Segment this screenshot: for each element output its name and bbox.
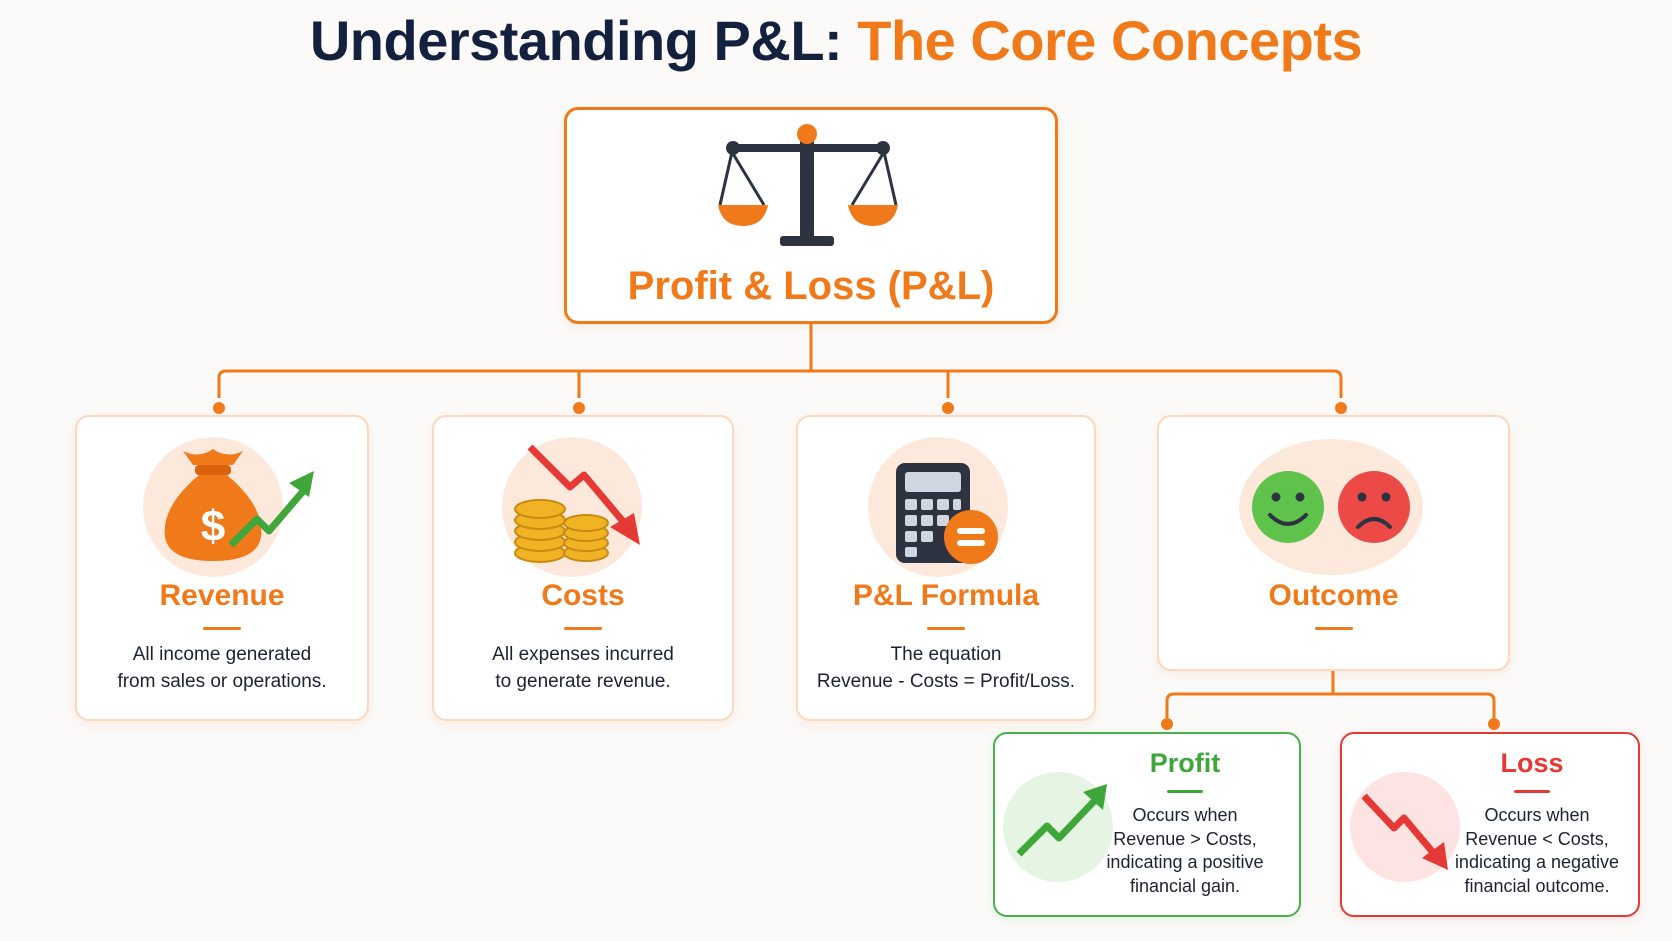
connector-dot-profit (1161, 718, 1173, 730)
trend-down-arrow-icon (1350, 772, 1460, 882)
loss-title: Loss (1500, 748, 1564, 778)
profit-desc-line-1: Occurs when (1132, 805, 1238, 825)
title-part-2: The Core Concepts (857, 9, 1363, 72)
profit-desc-line-4: financial gain. (1129, 875, 1241, 896)
root-node: Profit & Loss (P&L) (564, 107, 1058, 324)
loss-rule (1514, 790, 1550, 793)
connector-dot-revenue (213, 402, 225, 414)
root-label: Profit & Loss (P&L) (627, 264, 995, 308)
connector-main-bus (217, 369, 1343, 398)
profit-rule (1167, 790, 1203, 793)
loss-desc-line-3: indicating a negative (1454, 852, 1620, 872)
connector-outcome-bus (1165, 692, 1496, 718)
svg-text:$: $ (201, 502, 225, 551)
card-revenue-desc-line-1: All income generated (132, 644, 312, 665)
title-part-1: Understanding P&L: (309, 9, 843, 72)
profit-node: Profit Occurs when Revenue > Costs, indi… (993, 732, 1301, 917)
card-formula-rule (927, 627, 965, 630)
card-formula-desc-line-1: The equation (890, 644, 1002, 665)
balance-scale-icon (718, 124, 898, 246)
connector-dot-costs (573, 402, 585, 414)
card-costs-desc: All expenses incurred to generate revenu… (444, 641, 722, 695)
card-outcome: Outcome (1157, 415, 1510, 671)
calculator-equals-icon (868, 437, 1008, 577)
card-formula: P&L Formula The equation Revenue - Costs… (796, 415, 1096, 721)
card-costs-title: Costs (541, 579, 625, 612)
loss-desc-line-4: financial outcome. (1464, 875, 1610, 896)
money-bag-up-arrow-icon: $ (143, 437, 314, 577)
card-formula-desc-line-2: Revenue - Costs = Profit/Loss. (816, 671, 1076, 692)
loss-desc-line-2: Revenue < Costs, (1465, 828, 1609, 849)
card-costs-rule (564, 627, 602, 630)
card-revenue-title: Revenue (159, 579, 285, 612)
connector-dot-loss (1488, 718, 1500, 730)
profit-title: Profit (1149, 748, 1221, 778)
card-formula-desc: The equation Revenue - Costs = Profit/Lo… (808, 641, 1084, 695)
card-formula-title: P&L Formula (852, 579, 1040, 612)
profit-desc-line-3: indicating a positive (1106, 852, 1264, 872)
loss-desc-line-1: Occurs when (1484, 805, 1590, 825)
card-outcome-title: Outcome (1268, 579, 1399, 612)
card-revenue-rule (203, 627, 241, 630)
page-title: Understanding P&L: The Core Concepts (0, 8, 1672, 73)
card-costs: Costs All expenses incurred to generate … (432, 415, 734, 721)
card-outcome-rule (1314, 627, 1353, 630)
card-revenue-desc-line-2: from sales or operations. (117, 671, 327, 692)
happy-sad-faces-icon (1239, 439, 1423, 575)
loss-desc: Occurs when Revenue < Costs, indicating … (1452, 804, 1622, 898)
connector-dot-outcome (1335, 402, 1347, 414)
card-revenue: $ Revenue All income generated from sale… (75, 415, 369, 721)
card-costs-desc-line-1: All expenses incurred (492, 644, 674, 665)
card-revenue-desc: All income generated from sales or opera… (87, 641, 357, 695)
profit-desc-line-2: Revenue > Costs, (1113, 828, 1257, 849)
trend-up-arrow-icon (1003, 772, 1113, 882)
coins-down-arrow-icon (502, 437, 642, 577)
loss-node: Loss Occurs when Revenue < Costs, indica… (1340, 732, 1640, 917)
connector-dot-formula (942, 402, 954, 414)
card-costs-desc-line-2: to generate revenue. (495, 671, 671, 692)
profit-desc: Occurs when Revenue > Costs, indicating … (1105, 804, 1265, 898)
